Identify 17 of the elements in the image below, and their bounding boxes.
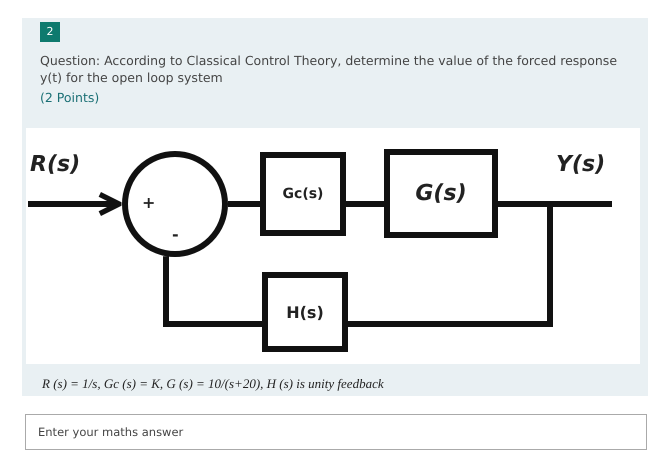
sign-symbol: + xyxy=(142,195,156,211)
sign-symbol: - xyxy=(172,227,179,243)
points-text: (2 Points) xyxy=(40,90,100,105)
formula-text: R (s) = 1/s, Gc (s) = K, G (s) = 10/(s+20), H (s) is unity feedback xyxy=(42,376,384,392)
edge-label: Y(s) xyxy=(556,152,606,177)
summing-junction xyxy=(122,151,228,257)
question-text: Question: According to Classical Control Theory, determine the value of the forced response y(t) for the open loop system xyxy=(40,52,618,86)
connector-line xyxy=(228,201,260,207)
block-box: H(s) xyxy=(262,272,348,352)
connector-line xyxy=(163,256,262,327)
arrow xyxy=(28,192,122,216)
edge-label: R(s) xyxy=(30,152,80,177)
answer-field: Enter your maths answer xyxy=(25,414,647,450)
question-number: 2 xyxy=(40,22,60,42)
connector-line xyxy=(346,201,384,207)
block-box: G(s) xyxy=(384,149,498,238)
block-box: Gc(s) xyxy=(260,152,346,236)
